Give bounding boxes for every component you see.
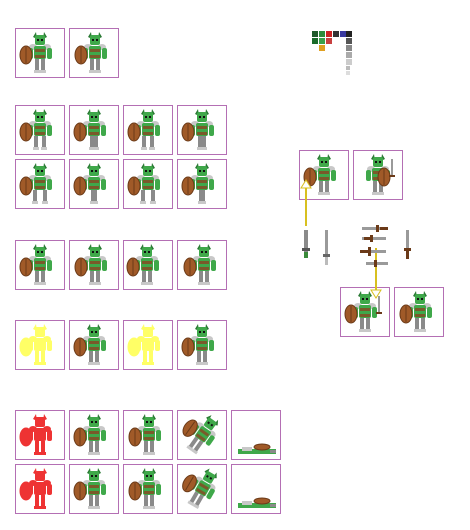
goblin-sprite-icon (19, 109, 52, 150)
palette-swatch[interactable] (346, 38, 352, 44)
death-frame[interactable] (231, 464, 281, 514)
goblin-sprite-icon (399, 291, 432, 332)
palette-swatch[interactable] (319, 45, 325, 51)
goblin-sprite-icon (182, 468, 217, 509)
death-frame[interactable] (177, 464, 227, 514)
walk-frame[interactable] (177, 159, 227, 209)
palette-swatch[interactable] (319, 31, 325, 37)
palette-swatch[interactable] (312, 31, 318, 37)
goblin-sprite-icon (366, 154, 395, 195)
goblin-sprite-icon (73, 163, 106, 204)
sword-part-icon (362, 235, 386, 242)
goblin-sprite-icon (19, 32, 52, 73)
palette-swatch[interactable] (326, 38, 332, 44)
death-frame[interactable] (15, 464, 65, 514)
palette-swatch[interactable] (346, 71, 350, 75)
goblin-sprite-icon (181, 324, 214, 365)
idle-frame[interactable] (15, 28, 65, 78)
palette-swatch[interactable] (346, 45, 352, 51)
goblin-sprite-icon (127, 324, 160, 365)
hit-frame[interactable] (69, 320, 119, 370)
attack-frame[interactable] (15, 240, 65, 290)
palette-swatch[interactable] (326, 31, 332, 37)
goblin-sprite-icon (73, 109, 106, 150)
walk-frame[interactable] (177, 105, 227, 155)
goblin-sprite-icon (303, 154, 336, 195)
goblin-sprite-icon (74, 244, 107, 285)
death-frame[interactable] (15, 410, 65, 460)
hit-frame[interactable] (177, 320, 227, 370)
goblin-sprite-icon (19, 324, 52, 365)
death-frame[interactable] (123, 410, 173, 460)
goblin-sprite-icon (183, 244, 216, 285)
attack-frame[interactable] (123, 240, 173, 290)
attack-frame[interactable] (177, 240, 227, 290)
goblin-sprite-icon (181, 163, 214, 204)
walk-frame[interactable] (15, 105, 65, 155)
palette-swatch[interactable] (319, 38, 325, 44)
sword-part-icon (360, 247, 386, 256)
weapon-frame[interactable] (394, 287, 444, 337)
walk-frame[interactable] (123, 105, 173, 155)
walk-frame[interactable] (69, 159, 119, 209)
sword-part-icon (362, 225, 388, 232)
goblin-sprite-icon (128, 414, 161, 455)
death-frame[interactable] (69, 464, 119, 514)
palette-swatch[interactable] (346, 52, 352, 58)
death-frame[interactable] (123, 464, 173, 514)
goblin-sprite-icon (19, 414, 52, 455)
idle-frame[interactable] (69, 28, 119, 78)
goblin-sprite-icon (19, 163, 52, 204)
goblin-sprite-icon (238, 497, 276, 508)
palette-swatch[interactable] (346, 66, 350, 70)
palette-swatch[interactable] (333, 31, 339, 37)
goblin-sprite-icon (74, 32, 107, 73)
goblin-sprite-icon (73, 468, 106, 509)
palette-swatch[interactable] (312, 38, 318, 44)
palette-swatch[interactable] (346, 31, 352, 37)
palette-swatch[interactable] (346, 59, 352, 65)
walk-frame[interactable] (123, 159, 173, 209)
palette-swatch[interactable] (340, 31, 346, 37)
weapon-frame[interactable] (353, 150, 403, 200)
walk-frame[interactable] (69, 105, 119, 155)
weapon-frame[interactable] (299, 150, 349, 200)
goblin-sprite-icon (344, 291, 382, 332)
goblin-sprite-icon (127, 163, 160, 204)
attack-frame[interactable] (69, 240, 119, 290)
walk-frame[interactable] (15, 159, 65, 209)
goblin-sprite-icon (126, 244, 159, 285)
goblin-sprite-icon (128, 468, 161, 509)
goblin-sprite-icon (73, 414, 106, 455)
hit-frame[interactable] (123, 320, 173, 370)
goblin-sprite-icon (73, 324, 106, 365)
goblin-sprite-icon (238, 443, 276, 454)
goblin-sprite-icon (181, 109, 214, 150)
death-frame[interactable] (177, 410, 227, 460)
dagger-part-icon (323, 230, 330, 265)
weapon-frame[interactable] (340, 287, 390, 337)
death-frame[interactable] (231, 410, 281, 460)
goblin-sprite-icon (182, 415, 219, 455)
sword-part-icon (404, 230, 411, 259)
dagger-part-icon (302, 230, 310, 258)
death-frame[interactable] (69, 410, 119, 460)
sword-part-icon (366, 260, 388, 267)
goblin-sprite-icon (127, 109, 160, 150)
goblin-sprite-icon (19, 244, 52, 285)
hit-frame[interactable] (15, 320, 65, 370)
goblin-sprite-icon (19, 468, 52, 509)
